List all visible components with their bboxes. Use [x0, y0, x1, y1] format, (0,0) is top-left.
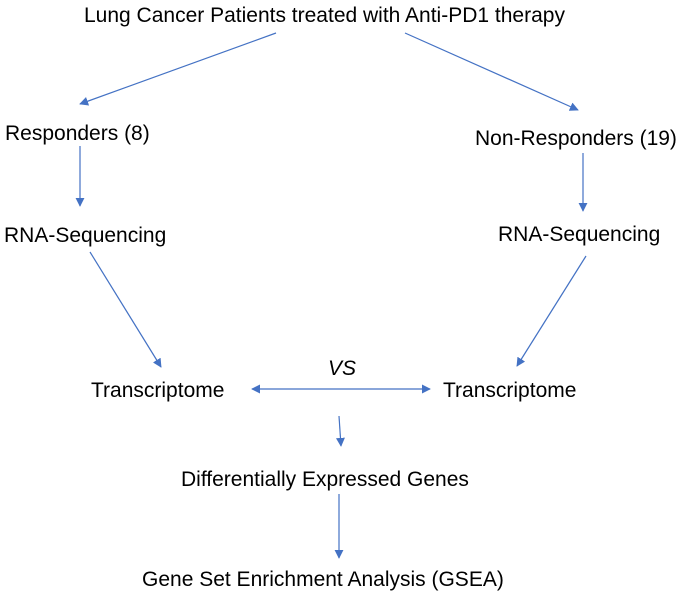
right-rna-seq-node: RNA-Sequencing [498, 223, 661, 246]
left-transcriptome-node: Transcriptome [91, 379, 225, 402]
root-node: Lung Cancer Patients treated with Anti-P… [84, 4, 565, 27]
nonresponders-node: Non-Responders (19) [475, 127, 677, 150]
vs-label: VS [328, 357, 357, 380]
edge-root-to-nonresponders [404, 32, 579, 111]
gsea-node: Gene Set Enrichment Analysis (GSEA) [142, 568, 504, 591]
edge-right-seq-to-transcriptome [516, 255, 587, 367]
deg-node: Differentially Expressed Genes [181, 468, 469, 491]
left-rna-seq-node: RNA-Sequencing [4, 224, 167, 247]
edge-left-seq-to-transcriptome [89, 251, 162, 368]
right-transcriptome-node: Transcriptome [443, 379, 577, 402]
edge-root-to-responders [79, 32, 277, 106]
responders-node: Responders (8) [5, 122, 150, 145]
edge-comparison-to-deg [335, 415, 345, 447]
